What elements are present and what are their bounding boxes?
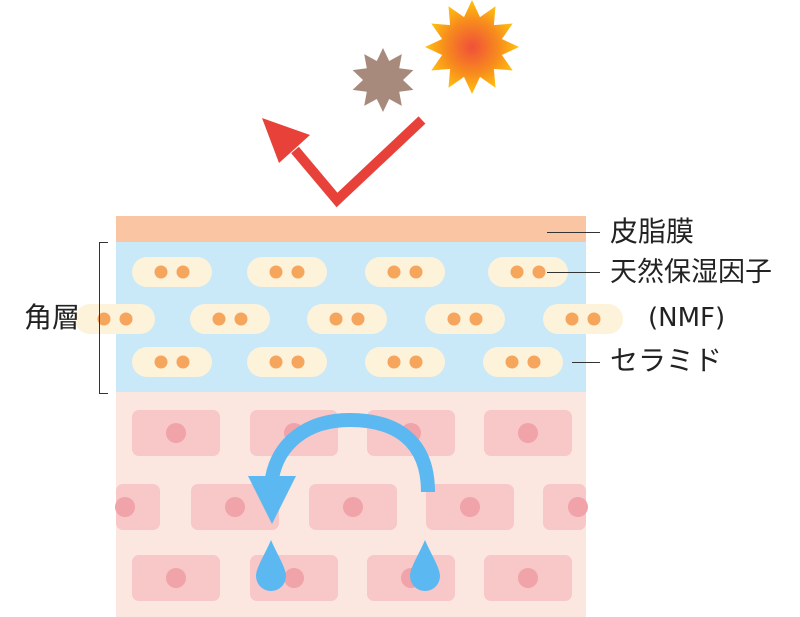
lipid-capsule <box>488 257 568 287</box>
nmf-dot <box>212 312 226 326</box>
nmf-dot <box>587 312 601 326</box>
nmf-dot <box>565 312 579 326</box>
ceramide-label: セラミド <box>610 344 723 377</box>
lipid-capsule <box>307 304 387 334</box>
lipid-capsule <box>247 257 327 287</box>
lipid-capsule <box>190 304 270 334</box>
nmf-dot <box>387 355 401 369</box>
lipid-capsule <box>365 257 445 287</box>
lipid-capsule <box>247 347 327 377</box>
epidermal-cell <box>543 484 586 530</box>
cell-nucleus <box>225 497 245 517</box>
lipid-capsule <box>425 304 505 334</box>
lipid-capsule <box>132 257 212 287</box>
cell-nucleus <box>343 497 363 517</box>
ceramide-leader-line <box>572 362 600 363</box>
nmf-dot <box>329 312 343 326</box>
nmf-dot <box>176 355 190 369</box>
nmf-dot <box>505 355 519 369</box>
nmf-dot <box>447 312 461 326</box>
cell-nucleus <box>166 568 186 588</box>
nmf-dot <box>351 312 365 326</box>
sebum-film <box>116 216 586 242</box>
sebum-label: 皮脂膜 <box>610 215 695 248</box>
stratum-corneum-label: 角層 <box>24 301 81 334</box>
cell-nucleus <box>284 568 304 588</box>
cell-nucleus <box>166 423 186 443</box>
nmf-dot <box>119 312 133 326</box>
epidermal-cell <box>116 484 160 530</box>
nmf-dot <box>409 265 423 279</box>
sebum-leader-line <box>547 232 600 233</box>
lipid-capsule <box>75 304 155 334</box>
nmf-leader-line <box>547 272 600 273</box>
nmf-dot <box>176 265 190 279</box>
water-drop-icon <box>410 540 440 591</box>
nmf-dot <box>154 355 168 369</box>
nmf-dot <box>532 265 546 279</box>
curved-arrow-icon <box>248 412 435 524</box>
cell-nucleus <box>115 497 135 517</box>
nmf-label: 天然保湿因子 <box>610 257 772 288</box>
dust-particle-icon <box>352 48 414 112</box>
lipid-capsule <box>132 347 212 377</box>
nmf-dot <box>97 312 111 326</box>
nmf-dot <box>510 265 524 279</box>
nmf-dot <box>269 355 283 369</box>
lipid-capsule <box>543 304 623 334</box>
nmf-dot <box>409 355 423 369</box>
water-drop-icon <box>256 540 286 591</box>
cell-nucleus <box>460 497 480 517</box>
nmf-dot <box>527 355 541 369</box>
nmf-dot <box>291 355 305 369</box>
nmf-dot <box>154 265 168 279</box>
nmf-dot <box>469 312 483 326</box>
nmf-dot <box>234 312 248 326</box>
nmf-dot <box>269 265 283 279</box>
sun-icon <box>425 0 519 94</box>
lipid-capsule <box>365 347 445 377</box>
nmf-dot <box>291 265 305 279</box>
nmf-dot <box>387 265 401 279</box>
cell-nucleus <box>568 497 588 517</box>
lipid-capsule <box>483 347 563 377</box>
cell-nucleus <box>518 568 538 588</box>
lipid-capsule-group <box>75 257 623 377</box>
stratum-corneum-bracket <box>99 242 108 394</box>
reflect-arrow-icon <box>262 116 426 208</box>
cell-nucleus <box>518 423 538 443</box>
nmf-abbr-label: (NMF) <box>648 303 726 333</box>
